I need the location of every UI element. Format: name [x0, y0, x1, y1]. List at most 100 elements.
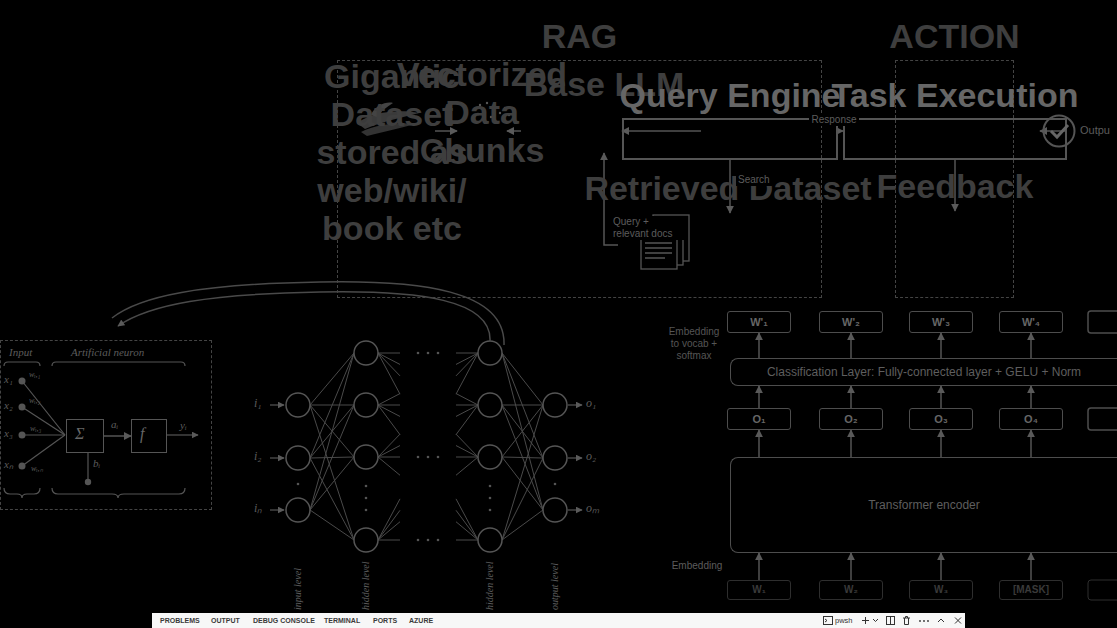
neural-network	[456, 510, 478, 540]
tab-bar-icons	[919, 620, 929, 622]
neural-network	[365, 509, 368, 512]
neural-network	[378, 394, 400, 405]
node-text: Task Execution	[785, 76, 1117, 114]
text-label: x₃	[4, 427, 13, 440]
neuron-wiring	[22, 407, 65, 435]
neural-network	[270, 509, 284, 510]
check-icon	[1044, 116, 1075, 147]
tab-bar-icons	[862, 617, 869, 624]
tab-bar-icons	[903, 617, 910, 625]
panel-tab: DEBUG CONSOLE	[253, 617, 315, 625]
connector	[622, 130, 701, 132]
neural-network	[456, 499, 478, 540]
panel-tab: OUTPUT	[211, 617, 240, 625]
cut-token-boxes	[1088, 580, 1117, 600]
neural-network	[568, 509, 582, 510]
edge-label: Query + relevant docs	[611, 216, 687, 240]
node-text: W'₃	[932, 316, 950, 329]
neural-network	[478, 528, 502, 552]
token-box: W'₃	[909, 311, 973, 333]
neuron-wiring	[4, 488, 40, 498]
input-dots	[19, 463, 26, 470]
node-text: Artificial neuron	[71, 346, 144, 359]
neural-network	[502, 458, 543, 540]
neural-network	[427, 539, 430, 542]
tab-bar-icons	[955, 618, 961, 624]
tab-bar-icons	[887, 617, 895, 625]
feedback-curve	[112, 282, 504, 345]
connector	[104, 435, 131, 437]
node-text: W₂	[844, 584, 858, 596]
neural-network	[378, 522, 400, 540]
text-label: yᵢ	[180, 419, 187, 432]
neural-network	[502, 405, 543, 510]
cut-token-boxes	[1088, 311, 1117, 333]
neural-network	[502, 405, 543, 406]
neural-network	[310, 458, 354, 540]
edge-label: Search	[736, 174, 772, 186]
text-label: Embedding to vocab + softmax	[666, 326, 722, 362]
token-box: W'₄	[999, 311, 1063, 333]
neuron-wiring	[87, 453, 88, 479]
neural-network	[456, 446, 478, 457]
text-label: Embedding	[672, 560, 723, 572]
check-icon	[1051, 125, 1068, 137]
connector	[1030, 553, 1032, 580]
layer-box: Classification Layer: Fully-connected la…	[730, 358, 1117, 386]
input-dots	[19, 404, 26, 411]
neural-network	[502, 405, 543, 457]
text-label: x₁	[4, 373, 13, 386]
node-text: O₄	[1024, 413, 1038, 426]
node-text: W'₄	[1022, 316, 1040, 329]
neural-network	[543, 498, 567, 522]
neural-network	[456, 353, 478, 354]
edge-label: Response	[809, 114, 858, 126]
neural-network	[310, 457, 354, 510]
text-node: Feedback	[858, 211, 1052, 253]
neuron-wiring	[166, 434, 198, 435]
text-label: xₙ	[4, 458, 13, 471]
text-label: x₂	[4, 399, 13, 412]
neural-network	[378, 457, 400, 458]
neural-network	[270, 341, 582, 552]
tab-bar-icons	[890, 617, 891, 625]
neural-network	[437, 456, 440, 459]
neural-network	[286, 393, 310, 417]
input-dots	[19, 378, 92, 486]
neural-network	[286, 498, 310, 522]
text-label: wᵢ,ₙ	[31, 464, 43, 473]
text-label: o₂	[586, 449, 596, 463]
neural-network	[365, 485, 368, 488]
tab-bar-icons	[824, 617, 962, 625]
node-text: Retrieved Dataset	[558, 169, 898, 207]
neural-network	[310, 405, 354, 510]
neural-network	[502, 405, 543, 458]
neuron-wiring	[52, 488, 185, 498]
neural-network	[456, 394, 478, 405]
neural-network	[456, 434, 478, 457]
neural-network	[427, 352, 430, 355]
neural-network	[354, 393, 378, 417]
token-box: W'₁	[727, 311, 791, 333]
region-title: RAG	[278, 17, 881, 55]
neural-network	[568, 404, 582, 405]
feedback-curve	[118, 292, 490, 341]
node-text: Input	[9, 346, 32, 359]
token-box: O₁	[727, 408, 791, 430]
neural-network	[554, 483, 557, 486]
output-node: Outpu	[1040, 112, 1117, 150]
neural-network	[502, 353, 543, 510]
neural-network	[489, 497, 492, 500]
neural-network	[417, 456, 420, 459]
panel-tab: PROBLEMS	[160, 617, 200, 625]
connector	[758, 553, 760, 580]
neural-network	[456, 353, 478, 394]
neural-network	[270, 457, 284, 458]
feedback-curve	[112, 282, 504, 345]
neural-network	[378, 540, 400, 541]
neural-network	[502, 353, 543, 458]
connector	[758, 430, 760, 457]
node-text: Outpu	[1080, 124, 1110, 137]
neural-network	[310, 405, 354, 540]
